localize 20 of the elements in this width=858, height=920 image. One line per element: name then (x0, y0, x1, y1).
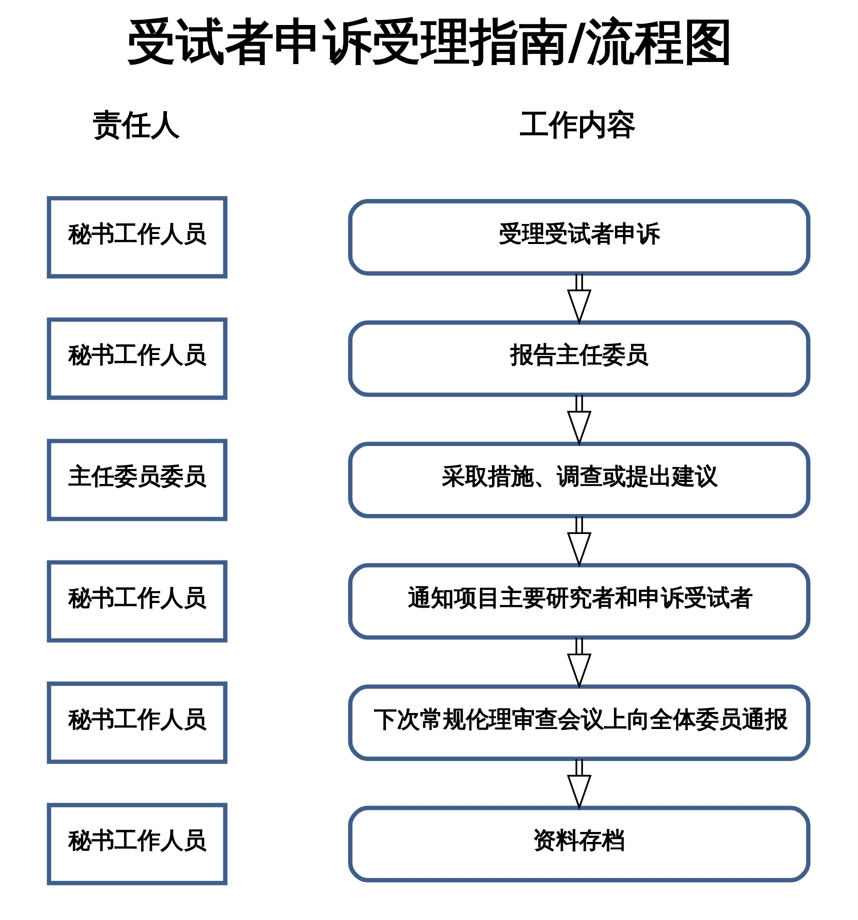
node-box: 秘书工作人员 (46, 681, 228, 764)
node-box: 资料存档 (348, 805, 810, 882)
diagram-title: 受试者申诉受理指南/流程图 (127, 12, 733, 70)
node-box: 秘书工作人员 (46, 560, 228, 642)
node-box: 下次常规伦理审查会议上向全体委员通报 (348, 684, 810, 761)
node-box: 受理受试者申诉 (348, 198, 810, 276)
arrow (566, 273, 592, 324)
label: 责任人 (93, 107, 180, 142)
node-box: 秘书工作人员 (46, 316, 228, 400)
arrow (566, 758, 592, 810)
arrow (566, 394, 592, 446)
arrow (566, 637, 592, 688)
node-box: 采取措施、调查或提出建议 (348, 441, 810, 518)
label: 工作内容 (520, 107, 636, 142)
node-box: 主任委员委员 (46, 438, 228, 521)
node-box: 通知项目主要研究者和申诉受试者 (348, 562, 810, 640)
node-box: 报告主任委员 (348, 320, 810, 396)
node-box: 秘书工作人员 (46, 802, 228, 885)
arrow (566, 516, 592, 567)
node-box: 秘书工作人员 (46, 196, 228, 278)
